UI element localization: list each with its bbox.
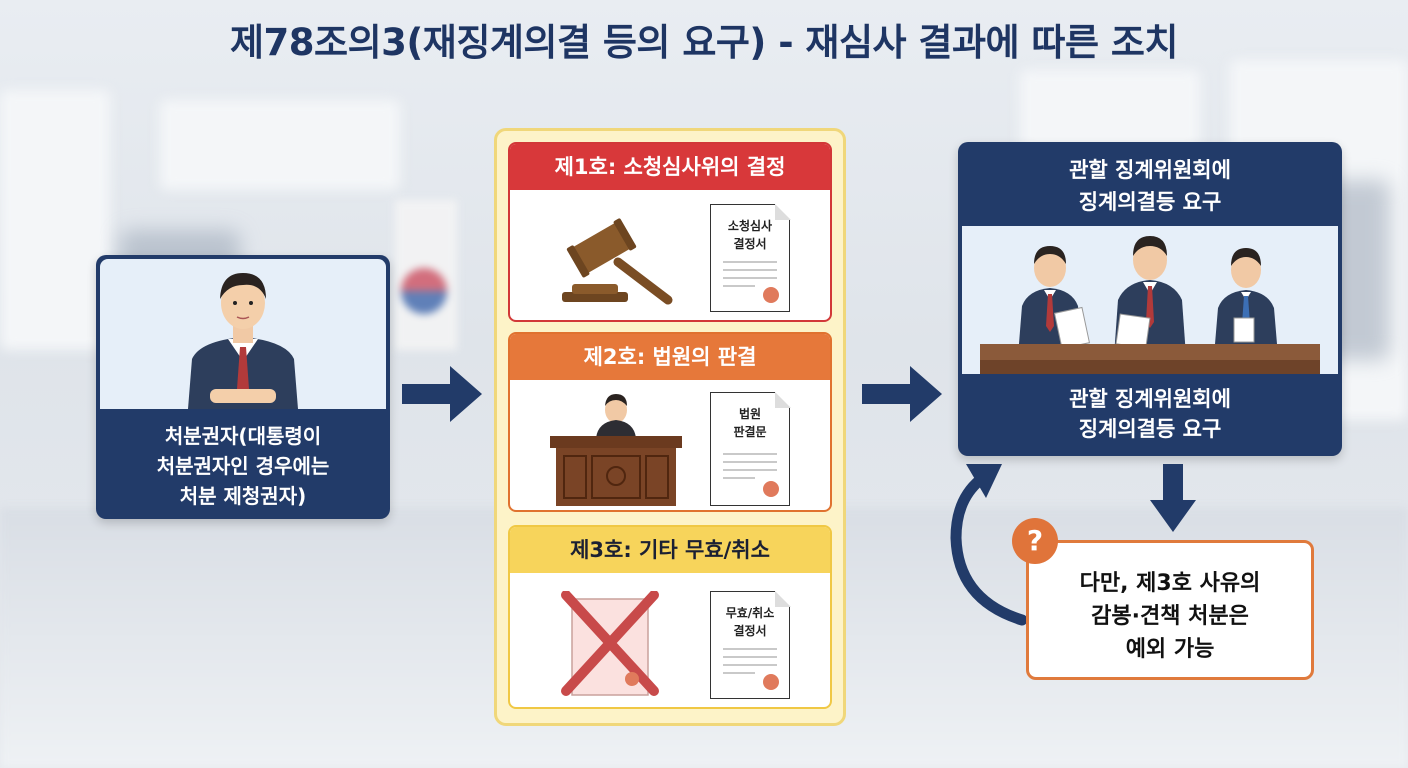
committee-request-panel: 관할 징계위원회에 징계의결등 요구 [958,142,1342,456]
exception-note: 다만, 제3호 사유의 감봉·견책 처분은 예외 가능 [1026,540,1314,680]
note-line: 예외 가능 [1125,637,1215,662]
ground-heading: 제3호: 기타 무효/취소 [510,527,830,573]
arrow-right-icon [402,366,482,422]
ground-card-3: 제3호: 기타 무효/취소 무효/취소 결정서 [508,525,832,709]
document-icon: 무효/취소 결정서 [710,590,791,699]
page-title: 제78조의3(재징계의결 등의 요구) - 재심사 결과에 따른 조치 [230,21,1178,64]
document-title: 무효/취소 결정서 [725,606,775,638]
cancelled-document-icon [561,591,659,696]
arrow-right-icon [862,366,942,422]
document-title: 소청심사 결정서 [727,219,773,251]
document-title: 법원 판결문 [733,407,767,439]
committee-icon [962,226,1338,374]
judge-bench-icon [550,394,682,506]
flag-icon [395,200,457,350]
question-icon: ? [1012,518,1058,564]
person-icon [100,259,386,409]
panel-line: 관할 징계위원회에 [1069,387,1231,411]
document-icon: 법원 판결문 [710,391,791,506]
ground-card-2: 제2호: 법원의 판결 법원 판결문 [508,332,832,512]
panel-line: 징계의결등 요구 [1078,190,1222,214]
panel-line: 처분권자인 경우에는 [156,454,330,478]
note-line: 다만, 제3호 사유의 [1079,571,1261,596]
panel-line: 처분 제청권자) [179,484,307,508]
panel-line: 징계의결등 요구 [1078,417,1222,441]
panel-line: 관할 징계위원회에 [1069,158,1231,182]
ground-card-1: 제1호: 소청심사위의 결정 소청심사 결정서 [508,142,832,322]
disciplinary-authority-panel: 처분권자(대통령이 처분권자인 경우에는 처분 제청권자) [96,255,390,519]
panel-line: 처분권자(대통령이 [164,424,322,448]
document-icon: 소청심사 결정서 [710,203,791,312]
grounds-column: 제1호: 소청심사위의 결정 소청심사 결정서 제2호: 법원의 판결 [494,128,846,726]
ground-heading: 제1호: 소청심사위의 결정 [510,144,830,190]
return-arrow-icon [950,464,1028,626]
note-line: 감봉·견책 처분은 [1091,604,1249,629]
arrow-down-icon [1150,464,1196,532]
gavel-icon [562,218,673,305]
ground-heading: 제2호: 법원의 판결 [510,334,830,380]
